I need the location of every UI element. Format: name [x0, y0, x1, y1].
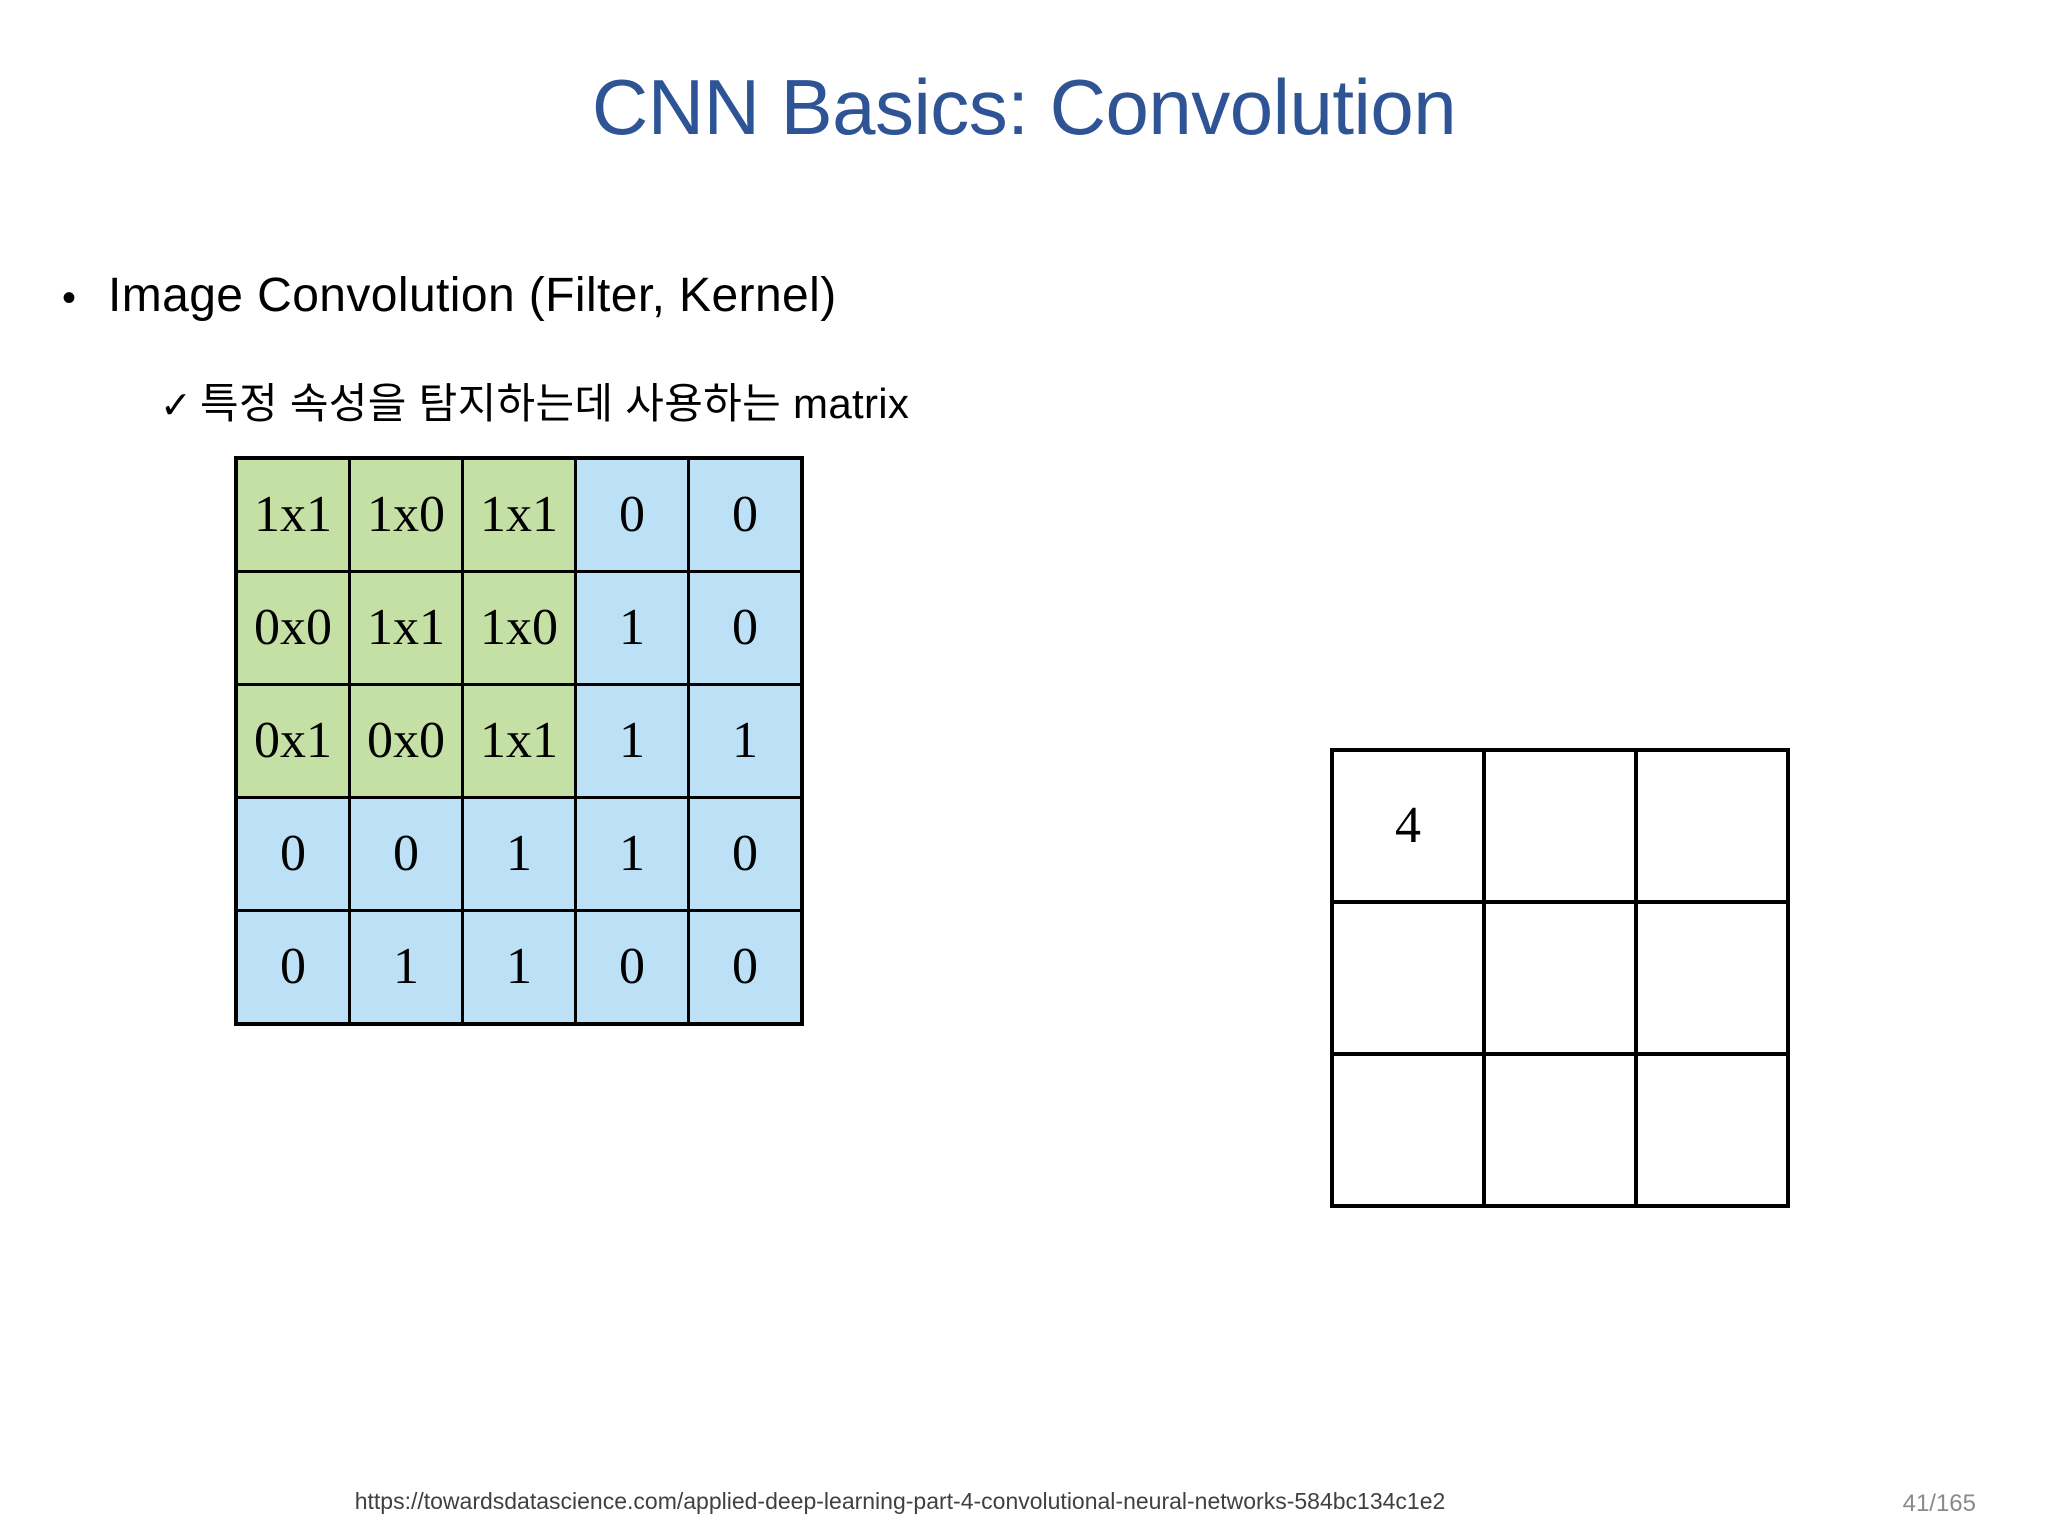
page-number: 41/165 [1902, 1490, 1976, 1517]
input-cell-r3c5: 1 [687, 683, 804, 799]
checkmark-icon: ✓ [160, 385, 192, 427]
input-cell-r2c1: 0x0 [234, 570, 351, 686]
page-title: CNN Basics: Convolution [591, 63, 1457, 151]
output-cell-r2c2 [1482, 900, 1638, 1056]
output-cell-r1c2 [1482, 748, 1638, 904]
input-cell-r2c4: 1 [574, 570, 690, 686]
convolved-feature-map-grid: 4 [1330, 748, 1790, 1208]
input-cell-r1c3: 1x1 [461, 456, 577, 573]
source-url: https://towardsdatascience.com/applied-d… [354, 1488, 1446, 1514]
input-cell-r5c3: 1 [461, 909, 577, 1026]
input-cell-r2c2: 1x1 [348, 570, 464, 686]
input-cell-r4c1: 0 [234, 796, 351, 912]
bullet-level1-label: Image Convolution (Filter, Kernel) [108, 269, 837, 322]
output-matrix-row [1330, 900, 1790, 1056]
input-cell-r3c4: 1 [574, 683, 690, 799]
input-cell-r5c4: 0 [574, 909, 690, 1026]
input-cell-r1c5: 0 [687, 456, 804, 573]
output-cell-r2c3 [1634, 900, 1790, 1056]
output-matrix-row: 4 [1330, 748, 1790, 904]
output-matrix-body: 4 [1330, 748, 1790, 1208]
bullet-level2-label: 특정 속성을 탐지하는데 사용하는 matrix [200, 380, 910, 427]
output-cell-r2c1 [1330, 900, 1486, 1056]
input-cell-r3c2: 0x0 [348, 683, 464, 799]
input-cell-r4c5: 0 [687, 796, 804, 912]
output-matrix-row [1330, 1052, 1790, 1208]
input-cell-r5c1: 0 [234, 909, 351, 1026]
input-cell-r1c4: 0 [574, 456, 690, 573]
output-cell-r1c3 [1634, 748, 1790, 904]
bullet-dot-icon: • [62, 276, 77, 320]
input-cell-r4c4: 1 [574, 796, 690, 912]
output-cell-r3c3 [1634, 1052, 1790, 1208]
input-cell-r3c1: 0x1 [234, 683, 351, 799]
output-cell-r1c1: 4 [1330, 748, 1486, 904]
bullet-level1: • Image Convolution (Filter, Kernel) [62, 268, 837, 323]
input-cell-r4c3: 1 [461, 796, 577, 912]
output-cell-r3c2 [1482, 1052, 1638, 1208]
input-cell-r2c3: 1x0 [461, 570, 577, 686]
input-cell-r5c5: 0 [687, 909, 804, 1026]
output-cell-r3c1 [1330, 1052, 1486, 1208]
input-cell-r1c2: 1x0 [348, 456, 464, 573]
bullet-level2: ✓ 특정 속성을 탐지하는데 사용하는 matrix [160, 370, 909, 431]
input-cell-r3c3: 1x1 [461, 683, 577, 799]
input-cell-r2c5: 0 [687, 570, 804, 686]
input-cell-r1c1: 1x1 [234, 456, 351, 573]
input-cell-r5c2: 1 [348, 909, 464, 1026]
input-cell-r4c2: 0 [348, 796, 464, 912]
